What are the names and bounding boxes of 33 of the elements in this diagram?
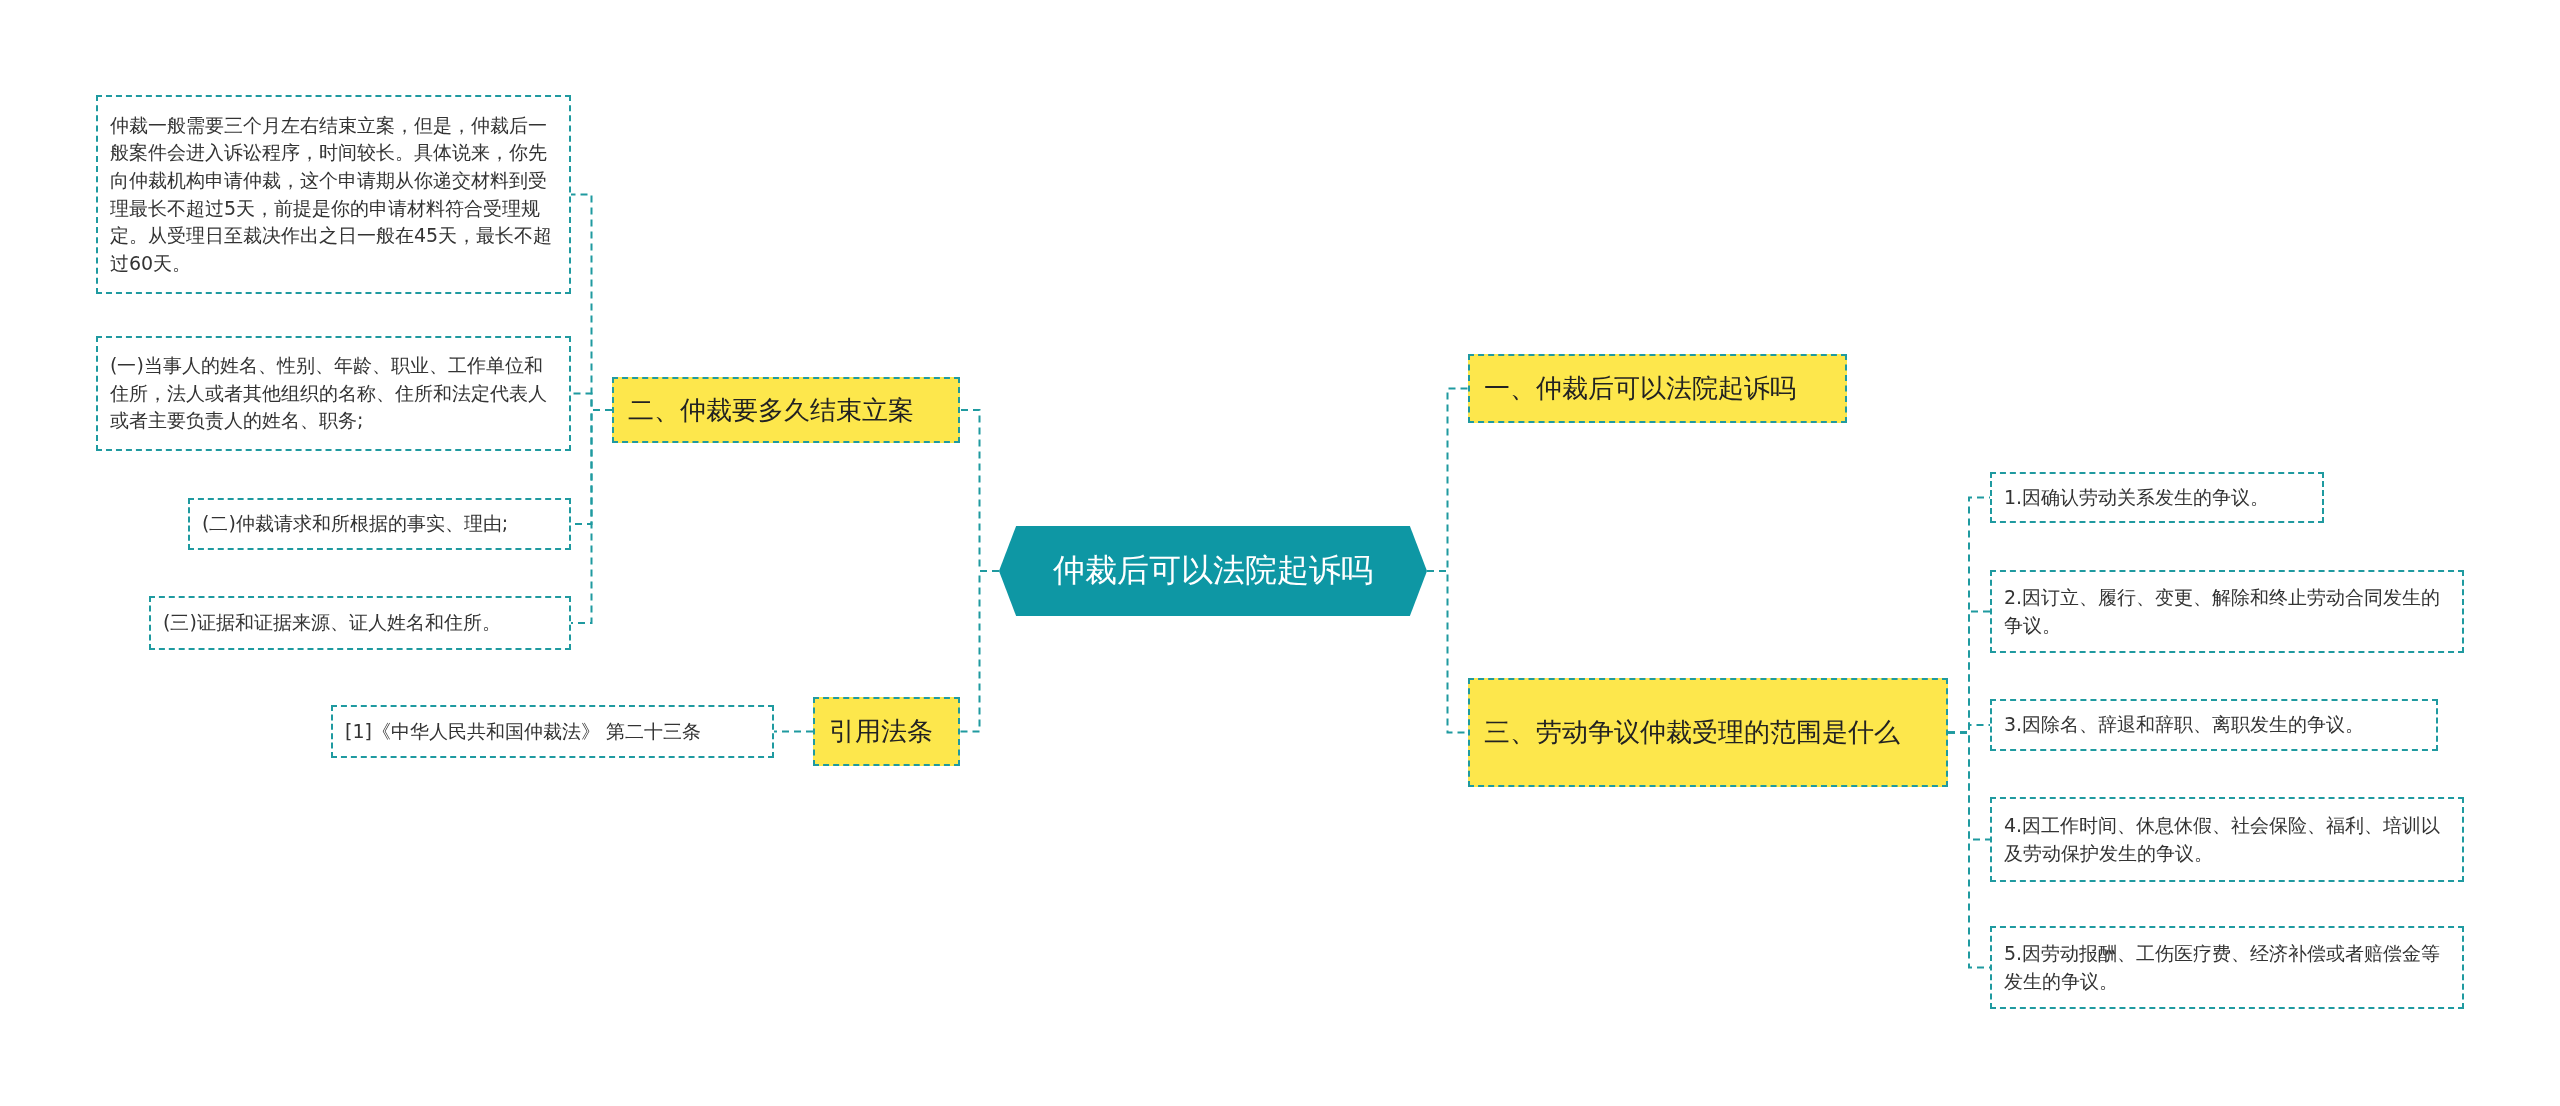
note-box — [1990, 699, 2438, 751]
note-box — [331, 705, 774, 758]
node-text: 仲裁一般需要三个月左右结束立案，但是，仲裁后一般案件会进入诉讼程序，时间较长。具体说来，你先向仲裁机构申请仲裁，这个申请期从你递交材料到受理最长不超过5天，前提是你的申请材料符合受理规定。从受理日至裁决作出之日一般在45天，最长不超过60天。 — [110, 112, 554, 276]
note-box — [188, 498, 571, 550]
node-text: 3.因除名、辞退和辞职、离职发生的争议。 — [2004, 712, 2365, 738]
node-text: 三、劳动争议仲裁受理的范围是什么 — [1484, 716, 1900, 750]
connector-line — [570, 409, 613, 624]
note-box — [1990, 797, 2464, 882]
node-text: 5.因劳动报酬、工伤医疗费、经济补偿或者赔偿金等发生的争议。 — [2004, 940, 2442, 994]
central-topic-hexagon — [999, 526, 1427, 616]
note-box — [96, 336, 571, 451]
node-text: [1]《中华人民共和国仲裁法》 第二十三条 — [345, 718, 701, 744]
connector-line — [773, 730, 814, 733]
node-text: (一)当事人的姓名、性别、年龄、职业、工作单位和住所，法人或者其他组织的名称、住所和法定代表人或者主要负责人的姓名、职务; — [110, 353, 548, 434]
node-text: 二、仲裁要多久结束立案 — [628, 393, 914, 427]
node-text: 仲裁后可以法院起诉吗 — [1053, 550, 1373, 591]
topic-box — [813, 697, 960, 766]
topic-box — [612, 377, 960, 443]
topic-box — [1468, 354, 1847, 423]
node-text: 4.因工作时间、休息休假、社会保险、福利、培训以及劳动保护发生的争议。 — [2004, 812, 2442, 866]
topic-box — [1468, 678, 1948, 787]
note-box — [1990, 926, 2464, 1009]
note-box — [149, 596, 571, 650]
node-text: (二)仲裁请求和所根据的事实、理由; — [202, 511, 509, 537]
node-text: 1.因确认劳动关系发生的争议。 — [2004, 484, 2270, 510]
connector-line — [959, 570, 1000, 733]
note-box — [1990, 472, 2324, 523]
note-box — [1990, 570, 2464, 653]
node-text: 一、仲裁后可以法院起诉吗 — [1484, 372, 1796, 406]
node-text: 2.因订立、履行、变更、解除和终止劳动合同发生的争议。 — [2004, 584, 2442, 638]
node-text: 引用法条 — [829, 715, 933, 749]
node-text: (三)证据和证据来源、证人姓名和住所。 — [163, 610, 501, 636]
note-box — [96, 95, 571, 294]
